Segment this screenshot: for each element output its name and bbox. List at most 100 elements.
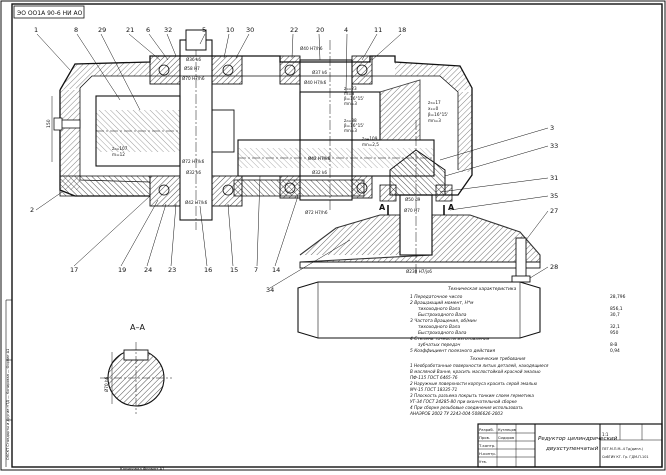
callout-15: 15 [230,266,238,274]
tech-characteristics: Техническая характеристика 1 Передаточно… [410,286,626,354]
callout-5: 5 [202,26,206,34]
tb-name-line1: Редуктор цилиндрический [538,436,618,442]
intermediate-shaft [237,40,435,210]
tb-org: СибГИУ КГ. Гр. ГДМ-П-101 [602,455,649,459]
callout-7: 7 [254,266,258,274]
dim-d12: Ø50 d9 [405,197,421,202]
dim-d10: Ø32 k6 [312,170,327,175]
tc-row-9-value: 0,94 [610,348,620,354]
tc-row-3-label: Быстроходного Вала [418,312,467,318]
dim-left: 150 [46,119,52,128]
tc-row-2-value: 856,1 [610,306,623,312]
tb-role-2: Т.контр. [478,443,495,448]
dim-d15: Ø42 H7/k6 [185,200,208,205]
callout-27: 27 [550,207,558,215]
section-dim: Ø70 h6 [104,376,109,392]
callout-31: 31 [550,174,558,182]
callout-22: 22 [290,26,298,34]
tb-name-line2: двухступенчатый [545,446,599,452]
tc-row-0-label: 1 Передаточное число [410,294,463,300]
tech-requirements: Технические требования 1 Необработанные … [409,356,549,416]
dim-d1: Ø36 k6 [186,57,201,62]
callout-21: 21 [126,26,134,34]
dimension-labels: Ø36 k6 Ø58 H7 Ø70 H7/h6 Ø72 H7/k6 Ø32 k6… [112,46,448,274]
tc-row-9-label: 5 Коэффициент полезного действия [410,348,495,354]
stamp-code: ЭО ОО1А 90-6 НИ АО [17,10,83,17]
callout-3: 3 [550,124,554,132]
gear4-beta: β=16°15' [428,112,448,117]
tc-row-3-value: 30,7 [610,312,620,318]
tc-row-6-label: Быстроходного Вала [418,330,467,336]
callout-24: 24 [144,266,152,274]
tech-char-title: Техническая характеристика [448,286,517,292]
gear1-mn: mn=3 [344,101,357,106]
tb-role-3: Н.контр. [479,451,496,456]
gear3-z: z₂=38 [344,118,357,123]
tr-line-4: МЧ-15 ГОСТ 18335-71 [410,387,458,392]
output-assembly [297,120,541,339]
margin-text-group: ОКСКТ Стандарты и другие НТД — Копировал… [6,349,10,460]
gear4-x: x₁=0 [428,106,439,111]
dim-d3: Ø70 H7/h6 [182,76,205,81]
tr-line-7: 4 При сборке резьбовые соединения исполь… [410,405,524,410]
dim-d11: Ø72 H7/h6 [305,210,328,215]
tc-row-1-label: 2 Вращающий момент, Н*м [410,300,474,306]
gear5-mn: mn=2,5 [362,142,379,147]
callout-4: 4 [344,26,348,34]
callout-14: 14 [272,266,280,274]
callout-23: 23 [168,266,176,274]
callout-1: 1 [34,26,38,34]
tr-line-2: ПФ-115 ГОСТ 6465-76 [410,375,458,380]
gear5-z: z₂=109 [362,136,378,141]
tb-name-0: Кузнецов [498,428,516,432]
stamp-box [13,5,85,19]
callout-30: 30 [246,26,254,34]
callout-35: 35 [550,192,558,200]
dim-d7: Ø37 k6 [312,70,327,75]
section-title: А–А [130,323,145,332]
callout-28: 28 [550,263,558,271]
gear1-beta: β=16°15' [344,96,364,101]
inner-frame [11,3,663,468]
gear4-z: z₃=17 [428,100,441,105]
tc-row-5-label: тихоходного Вала [418,324,460,330]
tc-row-7-label: 4 Степень точности изготовления [410,336,490,342]
tr-line-6: УТ-34 ГОСТ 24285-80 при окончательной сб… [410,399,517,404]
section-a-a: А–А Ø70 h6 [100,323,172,414]
gear1-m: m=8 [344,91,355,96]
callout-34: 34 [266,286,274,294]
tech-req-title: Технические требования [470,356,526,361]
dim-d6: Ø40 H7/h6 [300,46,323,51]
tr-line-3: 2 Наружные поверхности корпуса красить с… [410,381,538,386]
callout-2: 2 [30,206,34,214]
tb-role-1: Пров. [479,435,490,440]
left-margin-columns [5,299,12,467]
leader-lines [35,33,549,289]
input-shaft [149,29,243,230]
callout-6: 6 [146,26,150,34]
callout-29: 29 [98,26,106,34]
tr-line-8: АНАЭРОБ 2002 ТУ 2243-004-5086626-2003 [409,411,503,416]
tc-row-8-label: зубчатых передач [418,342,461,348]
section-marker-right: А [448,203,455,212]
gear2-m: m=12 [112,152,125,157]
input-gear [53,95,235,167]
dim-d13: Ø70 H7 [404,208,420,213]
tb-name-1: Сидоров [498,436,514,440]
callout-20: 20 [316,26,324,34]
tr-line-5: 3 Плоскость разъема покрыть тонким слоем… [410,393,534,398]
tb-scale: 1:1 [602,432,609,437]
tc-row-6-value: 950 [610,330,619,336]
dim-d5: Ø32 k6 [186,170,201,175]
gear3-mn: mn=3 [344,128,357,133]
margin-text: ОКСКТ Стандарты и другие НТД — Копировал… [6,349,10,460]
dim-d9: Ø42 H7/k6 [308,156,331,161]
tb-role-4: Утв. [479,459,487,464]
dim-d14: Ø230 H7/js6 [406,269,432,274]
tc-row-0-value: 28,796 [610,294,626,300]
bottom-footer: Копировал Формат А1 [120,466,165,471]
tr-line-0: 1 Необработанные поверхности литых детал… [410,363,549,368]
